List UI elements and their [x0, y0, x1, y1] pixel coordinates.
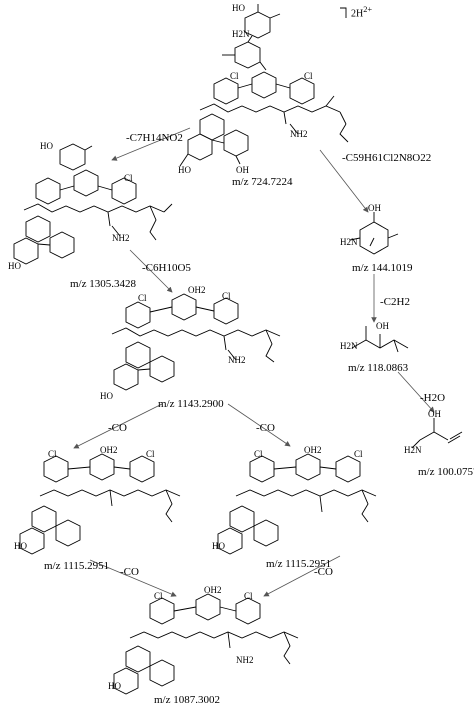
- atom-label-cl-1115a-right: Cl: [146, 449, 155, 459]
- atom-label-h2n-144: H2N: [340, 237, 358, 247]
- atom-label-cl-1115b: Cl: [254, 449, 263, 459]
- loss-label-c7h14no2: -C7H14NO2: [126, 132, 183, 144]
- atom-label-oh2-1115b: OH2: [304, 445, 322, 455]
- atom-label-oh-118: OH: [376, 321, 389, 331]
- mz-label-100: m/z 100.0757: [418, 466, 474, 478]
- atom-label-h2n-118: H2N: [340, 341, 358, 351]
- arrow-to-1143: [129, 249, 173, 293]
- mz-label-144: m/z 144.1019: [352, 262, 413, 274]
- structure-144: [349, 212, 399, 255]
- structure-1305: [13, 143, 173, 265]
- arrow-to-100: [397, 371, 435, 413]
- atom-label-nh2-1143: NH2: [228, 355, 246, 365]
- structure-1143: [111, 293, 281, 391]
- atom-label-oh-parent: OH: [236, 165, 249, 175]
- atom-label-oh2-1115a: OH2: [100, 445, 118, 455]
- mz-label-1115-right: m/z 1115.2951: [266, 558, 332, 570]
- atom-label-ho-1115b: HO: [212, 541, 225, 551]
- loss-label-co-1: -CO: [108, 422, 127, 434]
- atom-label-h2n-100: H2N: [404, 445, 422, 455]
- charge-superscript: 2+: [363, 5, 373, 14]
- arrow-1115-left-to-1087: [89, 559, 177, 597]
- atom-label-cl-1087: Cl: [154, 591, 163, 601]
- structure-118: [351, 326, 409, 353]
- structure-1087: [113, 593, 299, 695]
- atom-label-ho-1305: HO: [40, 141, 53, 151]
- atom-label-ho-1115a: HO: [14, 541, 27, 551]
- parent-structure: [179, 4, 349, 167]
- mz-label-parent: m/z 724.7224: [232, 176, 293, 188]
- atom-label-oh-100: OH: [428, 409, 441, 419]
- atom-label-cl-1305: Cl: [124, 173, 133, 183]
- atom-label-cl-1143-right: Cl: [222, 291, 231, 301]
- charge-base: 2H: [351, 8, 364, 20]
- atom-label-ho-1087: HO: [108, 681, 121, 691]
- atom-label-cl-1115b-right: Cl: [354, 449, 363, 459]
- arrow-to-1115-right: [227, 403, 291, 447]
- atom-label-ho-1305-lower: HO: [8, 261, 21, 271]
- mz-label-1115-left: m/z 1115.2951: [44, 560, 110, 572]
- atom-label-cl-1087-right: Cl: [244, 591, 253, 601]
- structure-1115-left: [19, 453, 181, 555]
- loss-label-co-3: -CO: [120, 566, 139, 578]
- atom-label-oh2-1143: OH2: [188, 285, 206, 295]
- atom-label-cl-1143-left: Cl: [138, 293, 147, 303]
- loss-label-c2h2: -C2H2: [380, 296, 410, 308]
- atom-label-oh-144: OH: [368, 203, 381, 213]
- loss-label-co-2: -CO: [256, 422, 275, 434]
- structure-1115-right: [217, 453, 377, 555]
- atom-label-nh2-parent: NH2: [290, 129, 308, 139]
- atom-label-cl-1115a: Cl: [48, 449, 57, 459]
- atom-label-oh2-1087: OH2: [204, 585, 222, 595]
- mz-label-1305: m/z 1305.3428: [70, 278, 136, 290]
- charge-label: 2H2+: [351, 4, 372, 20]
- atom-label-cl-parent-right: Cl: [304, 71, 313, 81]
- charge-bracket: [340, 7, 347, 18]
- mz-label-118: m/z 118.0863: [348, 362, 409, 374]
- loss-label-h2o: -H2O: [420, 392, 446, 404]
- atom-label-nh2-1305: NH2: [112, 233, 130, 243]
- loss-label-co-4: -CO: [314, 566, 333, 578]
- arrow-1115-right-to-1087: [263, 555, 341, 597]
- mz-label-1143: m/z 1143.2900: [158, 398, 224, 410]
- atom-label-ho-sugar: HO: [232, 3, 245, 13]
- arrow-to-1305: [111, 127, 191, 161]
- loss-label-c59h61cl2n8o22: -C59H61Cl2N8O22: [342, 152, 432, 164]
- atom-label-cl-parent-left: Cl: [230, 71, 239, 81]
- arrow-to-1115-left: [73, 403, 163, 449]
- atom-label-ho-1143: HO: [100, 391, 113, 401]
- mz-label-1087: m/z 1087.3002: [154, 694, 220, 706]
- loss-label-c6h10o5: -C6H10O5: [142, 262, 191, 274]
- atom-label-h2n-sugar: H2N: [232, 29, 250, 39]
- atom-label-ho-parent: HO: [178, 165, 191, 175]
- atom-label-nh2-1087: NH2: [236, 655, 254, 665]
- arrow-to-144: [319, 149, 369, 213]
- structure-100: [411, 418, 463, 449]
